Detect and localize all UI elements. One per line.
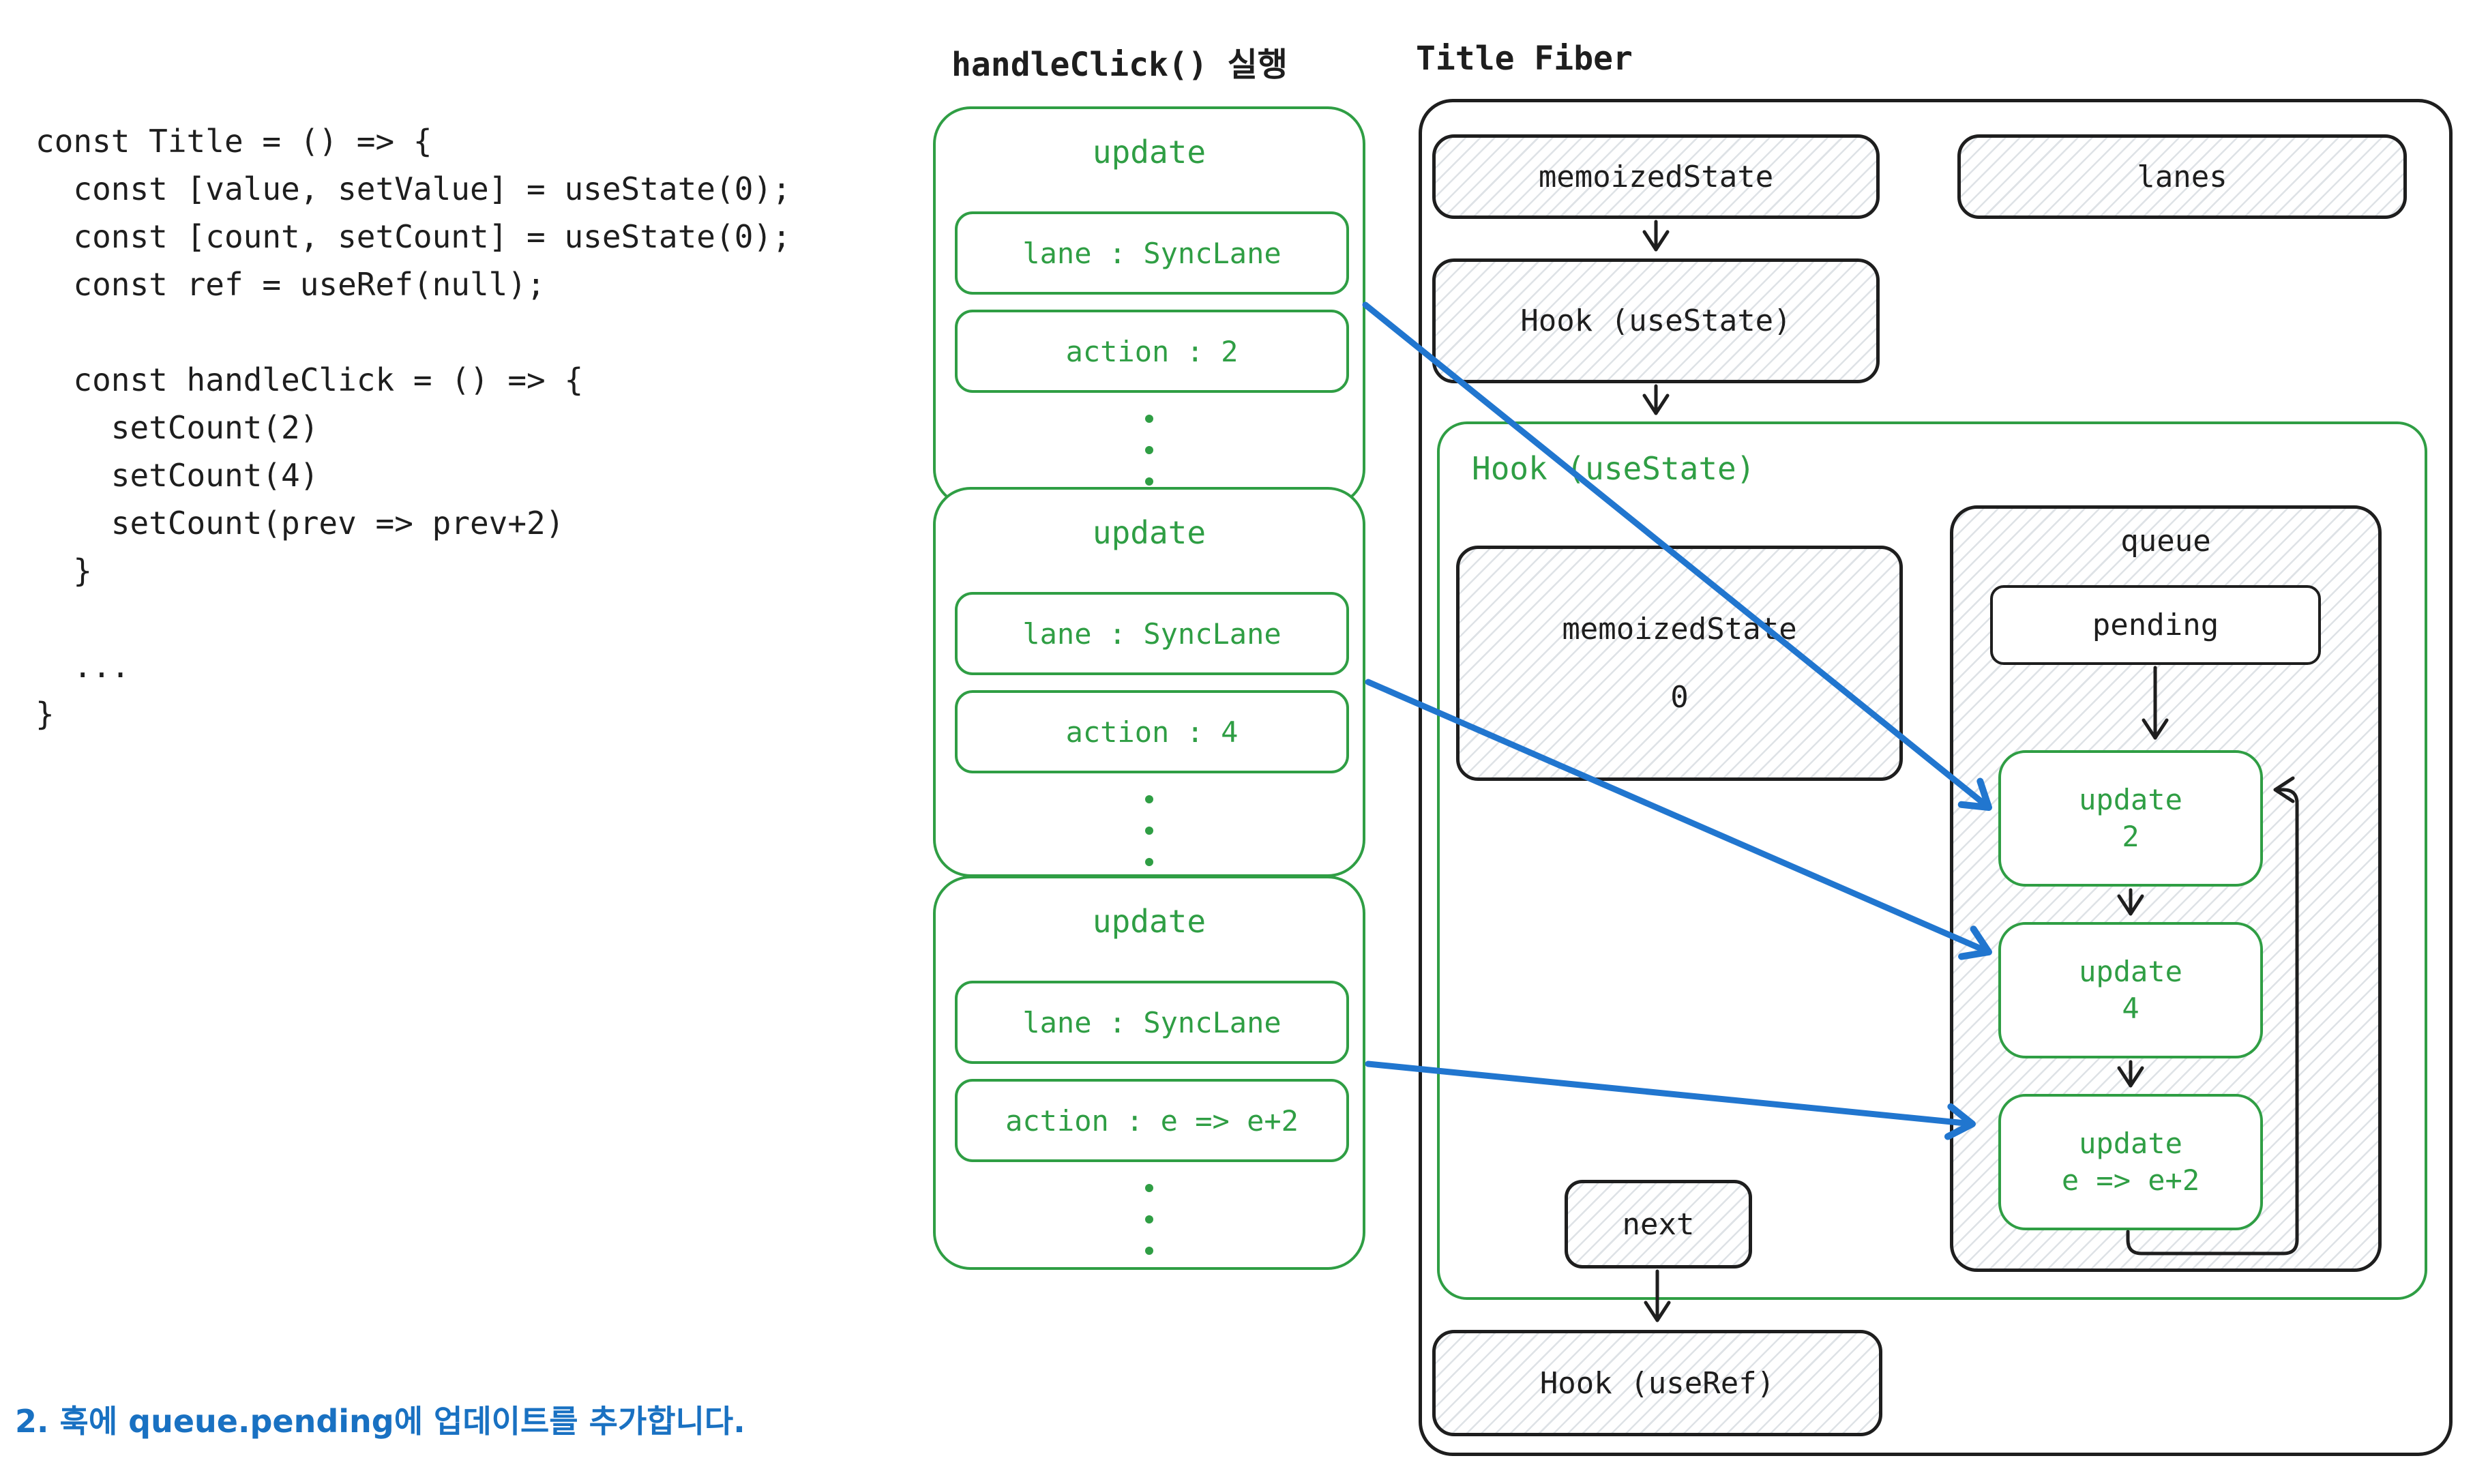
- step-caption: 2. 훅에 queue.pending에 업데이트를 추가합니다.: [15, 1403, 745, 1440]
- memoizedstate-value-number: 0: [1670, 679, 1689, 715]
- code-line: const [value, setValue] = useState(0);: [35, 170, 791, 207]
- update-card-title: update: [1092, 514, 1206, 551]
- queue-update-value: e => e+2: [2061, 1163, 2200, 1197]
- queue-update-value: 2: [2122, 820, 2139, 853]
- action-field: action : 2: [955, 310, 1349, 393]
- ellipsis-dots: [936, 795, 1363, 866]
- update-object-card-1: update lane : SyncLane action : 2: [933, 106, 1365, 507]
- code-line: }: [35, 552, 93, 589]
- update-card-title: update: [1092, 134, 1206, 170]
- code-line: setCount(2): [35, 409, 319, 446]
- memoizedstate-value-label: memoizedState: [1562, 611, 1797, 647]
- code-line: [35, 595, 791, 642]
- queue-update-e-plus-2: update e => e+2: [1998, 1094, 2263, 1230]
- queue-update-title: update: [2079, 1127, 2182, 1160]
- code-line: setCount(prev => prev+2): [35, 505, 565, 541]
- queue-label: queue: [2120, 524, 2211, 559]
- hook-usestate-detail-label: Hook (useState): [1472, 450, 1756, 487]
- fiber-memoizedstate-box: memoizedState: [1432, 134, 1880, 219]
- code-line: }: [35, 696, 55, 732]
- code-line: [35, 308, 791, 356]
- queue-update-4: update 4: [1998, 922, 2263, 1058]
- title-fiber-heading: Title Fiber: [1416, 40, 1633, 78]
- hook-useref-box: Hook (useRef): [1432, 1330, 1882, 1436]
- hook-usestate-box: Hook (useState): [1432, 258, 1880, 383]
- action-field: action : e => e+2: [955, 1079, 1349, 1162]
- queue-update-title: update: [2079, 783, 2182, 816]
- queue-update-title: update: [2079, 955, 2182, 988]
- fiber-lanes-box: lanes: [1957, 134, 2407, 219]
- code-line: setCount(4): [35, 457, 319, 494]
- code-line: const handleClick = () => {: [35, 361, 584, 398]
- ellipsis-dots: [936, 1184, 1363, 1255]
- queue-update-2: update 2: [1998, 750, 2263, 887]
- code-line: const Title = () => {: [35, 123, 432, 160]
- code-line: const ref = useRef(null);: [35, 266, 546, 303]
- hook-memoizedstate-value-box: memoizedState 0: [1456, 546, 1903, 781]
- lane-field: lane : SyncLane: [955, 211, 1349, 295]
- source-code-block: const Title = () => { const [value, setV…: [35, 117, 791, 738]
- update-card-title: update: [1092, 903, 1206, 940]
- lane-field: lane : SyncLane: [955, 981, 1349, 1064]
- update-object-card-3: update lane : SyncLane action : e => e+2: [933, 876, 1365, 1270]
- ellipsis-dots: [936, 415, 1363, 486]
- lane-field: lane : SyncLane: [955, 592, 1349, 675]
- next-pointer-box: next: [1565, 1180, 1752, 1268]
- queue-update-value: 4: [2122, 992, 2139, 1025]
- code-line: ...: [35, 648, 130, 685]
- queue-pending-box: pending: [1990, 585, 2321, 665]
- handleclick-execution-title: handleClick() 실행: [951, 46, 1288, 84]
- code-line: const [count, setCount] = useState(0);: [35, 218, 791, 255]
- update-object-card-2: update lane : SyncLane action : 4: [933, 487, 1365, 877]
- action-field: action : 4: [955, 690, 1349, 773]
